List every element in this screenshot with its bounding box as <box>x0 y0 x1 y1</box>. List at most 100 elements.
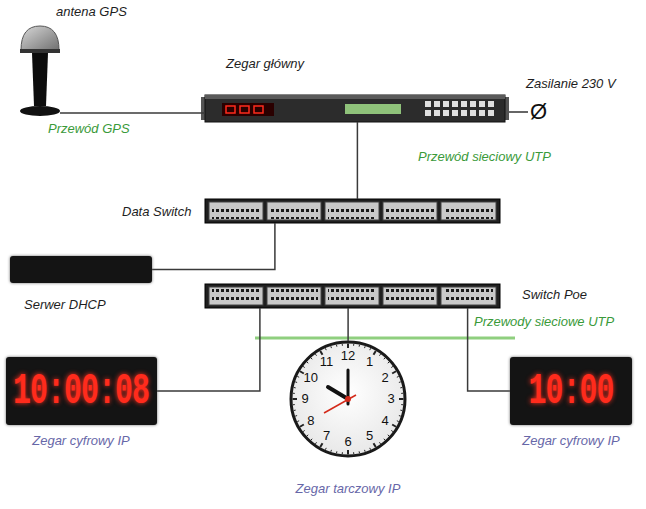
clock-rim <box>291 342 405 456</box>
tick-mark <box>325 348 327 350</box>
dial-number: 11 <box>317 354 337 370</box>
tick-mark <box>353 344 354 346</box>
network-cable <box>152 223 275 270</box>
tick-mark <box>379 442 380 444</box>
data-switch-unit <box>205 199 500 223</box>
tick-mark <box>364 346 366 348</box>
clock-digits: 10:00:08 <box>13 366 149 415</box>
master-clock: Zegar główny <box>205 95 505 122</box>
tick-mark <box>320 443 322 447</box>
poe-switch-unit <box>205 284 500 308</box>
tick-mark <box>400 387 402 388</box>
dial-number: 2 <box>375 370 395 386</box>
utp-bundle-line <box>255 337 515 340</box>
tick-mark <box>295 381 297 383</box>
tick-mark <box>336 345 337 347</box>
antenna-collar <box>20 49 60 53</box>
digital-clock: 10:00Zegar cyfrowy IP <box>510 357 632 425</box>
tick-mark <box>330 346 332 348</box>
power-cord <box>509 111 528 113</box>
tick-mark <box>379 354 380 356</box>
red-display <box>222 103 274 116</box>
rack-top-edge <box>205 95 505 99</box>
tick-mark <box>359 451 360 453</box>
tick-mark <box>374 443 376 447</box>
tick-mark <box>307 362 308 363</box>
dial-number: 10 <box>301 370 321 386</box>
analog-clock-face <box>291 342 405 456</box>
tick-mark <box>293 398 298 400</box>
hour-hand <box>328 387 348 399</box>
dial-number: 4 <box>375 413 395 429</box>
display-digit <box>226 106 235 113</box>
dial-number: 8 <box>301 413 321 429</box>
device-label: Zegar główny <box>226 56 304 72</box>
port-groups <box>209 287 496 305</box>
green-display <box>345 104 401 114</box>
tick-mark <box>400 410 402 411</box>
plug-symbol: Ø <box>530 100 547 124</box>
tick-mark <box>293 404 295 405</box>
tick-mark <box>330 450 332 452</box>
device-label: Zegar cyfrowy IP <box>500 433 642 449</box>
display-digit <box>240 106 249 113</box>
device-label: Data Switch <box>122 204 191 220</box>
data-switch: Data Switch <box>205 199 500 223</box>
hand-hub <box>345 396 351 402</box>
dial-number: 12 <box>338 348 358 364</box>
tick-mark <box>392 371 396 373</box>
display-digit <box>254 106 263 113</box>
tick-mark <box>374 351 376 355</box>
device-label: Zegar cyfrowy IP <box>10 433 152 449</box>
network-cable <box>157 308 260 391</box>
tick-mark <box>307 435 308 436</box>
tick-mark <box>342 344 343 346</box>
tick-mark <box>303 366 305 367</box>
tick-mark <box>369 348 371 350</box>
switch-chassis <box>205 284 500 308</box>
clock-digits: 10:00 <box>528 366 613 415</box>
tick-mark <box>325 448 327 450</box>
tick-mark <box>392 425 396 427</box>
digital-clock: 10:00:08Zegar cyfrowy IP <box>6 357 157 425</box>
gps-antenna: antena GPS <box>20 24 60 118</box>
switch-chassis <box>205 199 500 223</box>
tick-mark <box>391 430 393 431</box>
antenna-mast <box>32 53 48 106</box>
tick-mark <box>294 410 296 411</box>
tick-mark <box>315 354 316 356</box>
tick-mark <box>336 451 337 453</box>
dial-number: 5 <box>360 428 380 444</box>
antenna-dome <box>21 26 59 50</box>
tick-mark <box>347 344 349 349</box>
port-groups <box>209 202 496 220</box>
poe-switch: Switch Poe <box>205 284 500 308</box>
dial-number: 3 <box>381 391 401 407</box>
device-label: Zegar tarczowy IP <box>278 481 418 497</box>
tick-mark <box>388 435 389 436</box>
tick-mark <box>369 448 371 450</box>
dial-number: 1 <box>360 354 380 370</box>
tick-mark <box>300 425 304 427</box>
tick-mark <box>397 420 399 422</box>
tick-mark <box>311 358 312 359</box>
tick-mark <box>353 452 354 454</box>
tick-mark <box>384 439 385 440</box>
tick-mark <box>388 362 389 363</box>
network-cable <box>60 112 205 114</box>
device-label: Serwer DHCP <box>24 297 106 313</box>
dial-number: 9 <box>295 391 315 407</box>
tick-mark <box>315 442 316 444</box>
master-clock-unit <box>201 95 509 122</box>
tick-mark <box>391 366 393 367</box>
tick-mark <box>399 415 401 417</box>
tick-mark <box>297 376 299 378</box>
network-cable <box>347 308 349 341</box>
tick-mark <box>303 430 305 431</box>
tick-mark <box>311 439 312 440</box>
tick-mark <box>300 371 304 373</box>
tick-mark <box>364 450 366 452</box>
tick-mark <box>401 404 403 405</box>
second-hand <box>324 395 356 413</box>
dial-number: 7 <box>317 428 337 444</box>
